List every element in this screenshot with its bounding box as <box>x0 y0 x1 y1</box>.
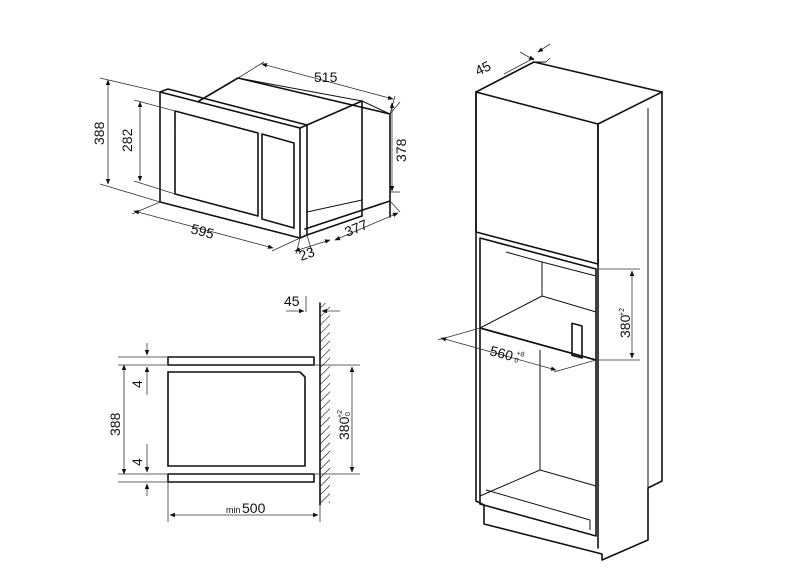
dim-377: 377 <box>342 216 370 240</box>
dim-45-cabinet: 45 <box>472 57 493 78</box>
dim-380-side: 380 <box>336 416 352 440</box>
cabinet-outline <box>475 91 663 561</box>
dim-23: 23 <box>297 243 317 263</box>
iso-window <box>174 110 259 217</box>
microwave-niche <box>479 237 597 361</box>
dim-45-side: 45 <box>284 293 300 309</box>
dim-388-iso: 388 <box>91 121 107 145</box>
iso-front-frame <box>159 91 301 239</box>
wall-hatch <box>320 303 330 503</box>
dim-378: 378 <box>393 138 409 162</box>
door-handle <box>571 322 583 359</box>
dim-515: 515 <box>314 69 338 85</box>
dim-380-cabinet: 380 <box>617 314 633 338</box>
lower-compartment <box>479 327 597 537</box>
tall-cabinet-view: 45 560 +8 0 380 +2 <box>437 43 663 561</box>
upper-door <box>475 91 599 265</box>
dim-560-tol-minus: 0 <box>513 357 519 365</box>
dim-560-tol-plus: +8 <box>515 350 525 359</box>
iso-microwave-view: 515 388 282 378 595 23 377 <box>91 61 409 264</box>
dim-388-side: 388 <box>107 412 123 436</box>
dim-380-cabinet-tol: +2 <box>619 308 626 316</box>
top-shelf <box>167 356 315 366</box>
dim-4-top: 4 <box>129 380 145 388</box>
side-section-view: 45 388 4 4 380 +2 0 min 500 <box>107 293 360 522</box>
dim-4-bottom: 4 <box>129 458 145 466</box>
dim-380-side-tol-plus: +2 <box>337 410 344 418</box>
bottom-shelf <box>167 473 315 483</box>
iso-control-panel <box>261 133 295 229</box>
dim-282: 282 <box>119 128 135 152</box>
appliance-profile <box>167 371 306 467</box>
dim-595: 595 <box>189 220 216 242</box>
dim-380-side-tol-minus: 0 <box>345 412 352 416</box>
dim-500: 500 <box>242 500 266 516</box>
dim-560: 560 <box>488 342 515 364</box>
dim-min-label: min <box>226 505 241 515</box>
